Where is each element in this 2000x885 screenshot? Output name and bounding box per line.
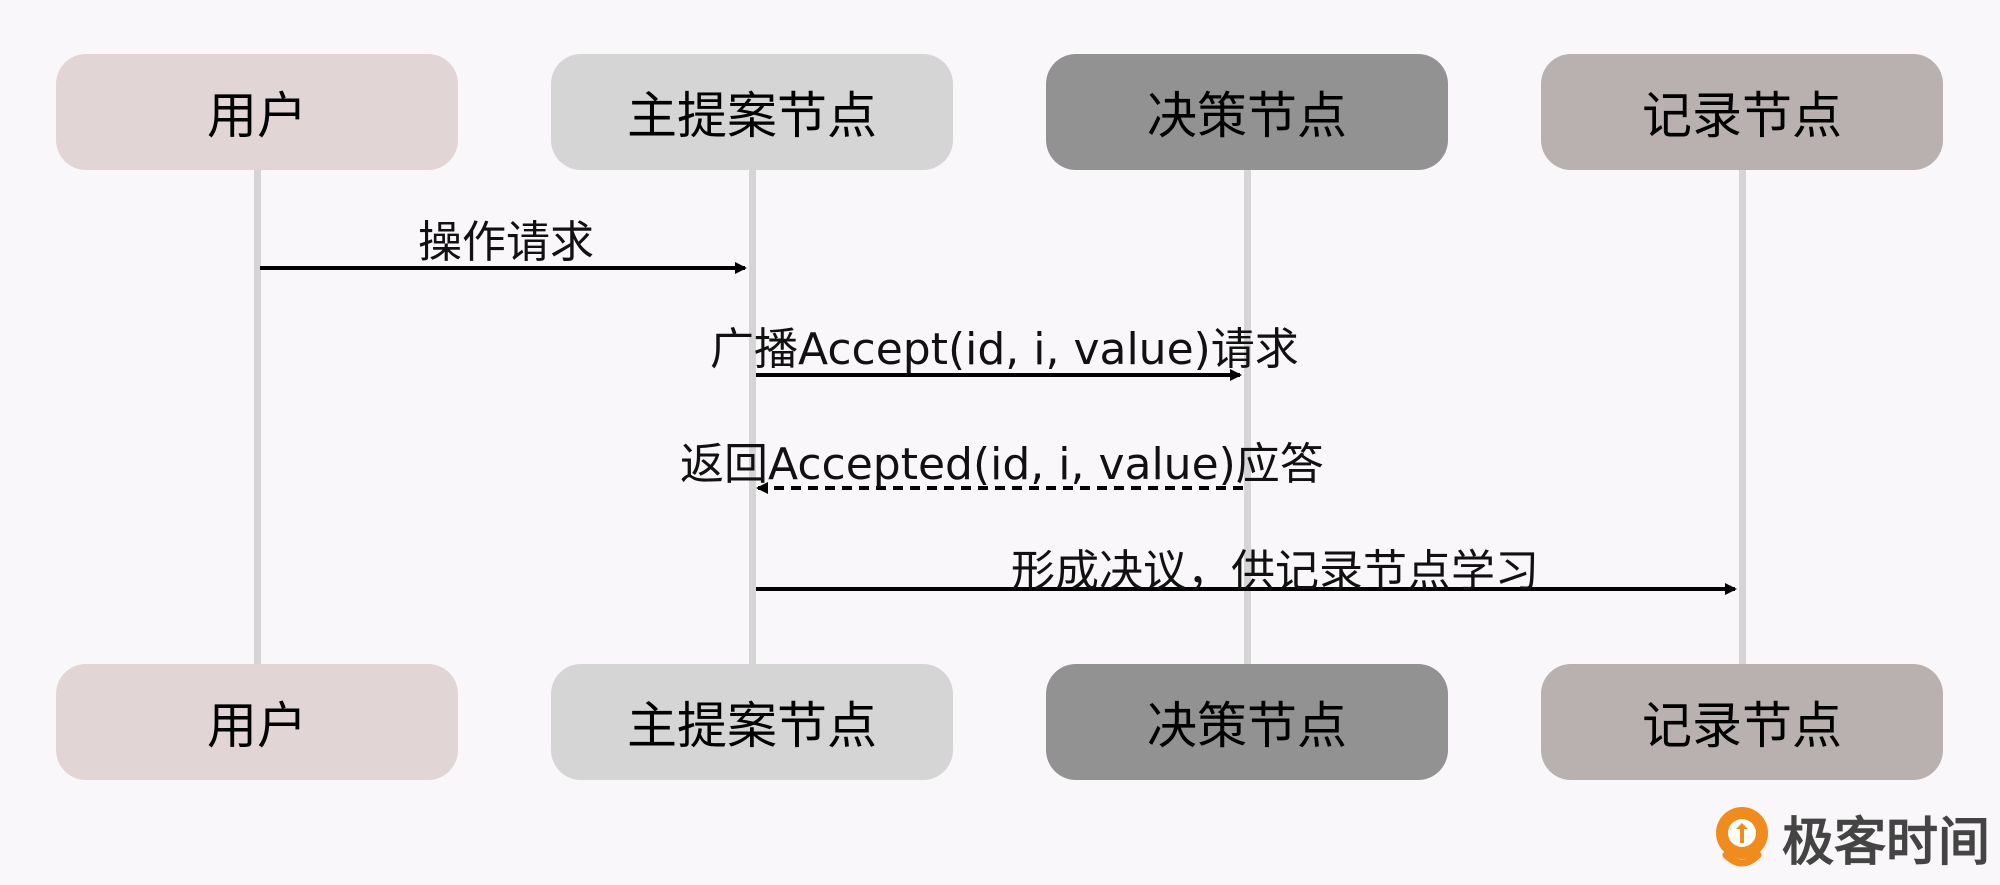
participant-acceptor-bottom: 决策节点 <box>1046 664 1448 780</box>
participant-proposer-bottom: 主提案节点 <box>551 664 953 780</box>
participant-learner-top: 记录节点 <box>1541 54 1943 170</box>
participant-user-bottom: 用户 <box>56 664 458 780</box>
participant-proposer-top: 主提案节点 <box>551 54 953 170</box>
geektime-logo: 极客时间 <box>1712 800 1990 875</box>
participant-learner-bottom: 记录节点 <box>1541 664 1943 780</box>
message-label-accepted-response: 返回Accepted(id, i, value)应答 <box>680 439 1324 490</box>
message-label-form-decision: 形成决议，供记录节点学习 <box>1011 546 1539 597</box>
lifeline-acceptor <box>1244 170 1251 664</box>
message-label-broadcast-accept: 广播Accept(id, i, value)请求 <box>710 324 1299 375</box>
participant-acceptor-top: 决策节点 <box>1046 54 1448 170</box>
lifeline-learner <box>1739 170 1746 664</box>
participant-user-top: 用户 <box>56 54 458 170</box>
lifeline-user <box>254 170 261 664</box>
message-label-operation-request: 操作请求 <box>418 217 594 268</box>
geektime-logo-icon <box>1716 806 1768 866</box>
geektime-logo-text: 极客时间 <box>1782 813 1991 873</box>
lifeline-proposer <box>749 170 756 664</box>
